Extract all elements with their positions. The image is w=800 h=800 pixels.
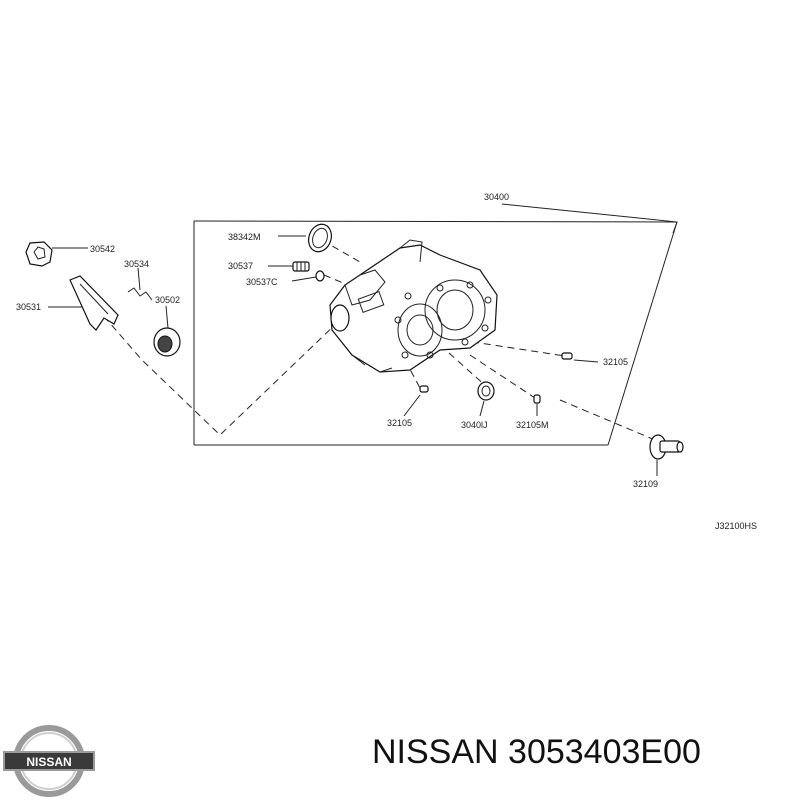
label-30400: 30400 xyxy=(484,192,509,202)
label-32105M: 32105M xyxy=(516,420,549,430)
plug-30537 xyxy=(268,261,325,282)
label-32105-bottom: 32105 xyxy=(387,418,412,428)
label-30537: 30537 xyxy=(228,261,253,271)
spring-30534 xyxy=(127,267,153,301)
transmission-case xyxy=(329,239,498,373)
label-30537C: 30537C xyxy=(246,277,278,287)
dashed-leaders xyxy=(87,239,656,441)
caption-brand: NISSAN xyxy=(372,733,499,771)
caption-part-number: 3053403E00 xyxy=(508,733,701,771)
bearing-30502 xyxy=(153,305,181,357)
label-30531: 30531 xyxy=(16,302,41,312)
seal-38342M xyxy=(278,223,332,253)
label-38342M: 38342M xyxy=(228,232,261,242)
diagram-reference: J32100HS xyxy=(715,521,757,531)
label-3040lJ: 3040lJ xyxy=(461,420,488,430)
label-32105-right: 32105 xyxy=(603,357,628,367)
pivot-30542 xyxy=(25,241,88,267)
lever-30531 xyxy=(48,275,119,331)
dowel-pins xyxy=(403,352,599,417)
label-32109: 32109 xyxy=(633,479,658,489)
assembly-frame xyxy=(193,203,678,446)
label-30502: 30502 xyxy=(155,295,180,305)
part-caption: NISSAN 3053403E00 xyxy=(372,733,792,772)
svg-text:NISSAN: NISSAN xyxy=(26,755,71,769)
label-30534: 30534 xyxy=(124,259,149,269)
flange-32109 xyxy=(649,434,684,476)
nissan-logo: NISSAN xyxy=(3,725,95,797)
label-30542: 30542 xyxy=(90,244,115,254)
